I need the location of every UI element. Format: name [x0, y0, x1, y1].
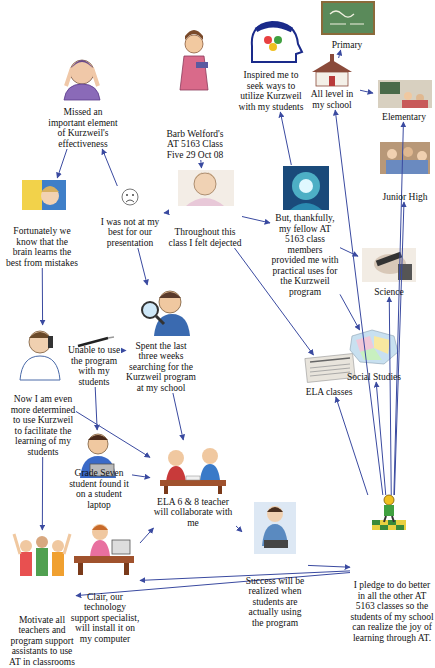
- arrow-connector: [360, 90, 373, 93]
- concept-node: Motivate all teachers and program suppor…: [8, 530, 76, 667]
- woman-clipart: [180, 30, 208, 90]
- arrow-connector: [280, 112, 291, 165]
- map-clipart: [350, 330, 398, 364]
- node-text: Science: [358, 287, 420, 298]
- node-text: Throughout this class I felt dejected: [168, 227, 242, 248]
- node-text: I pledge to do better in all the other A…: [350, 580, 434, 643]
- concept-node: Elementary: [373, 78, 435, 122]
- woman-laptop-clipart: [254, 502, 296, 554]
- concept-node: Clair, our technology support specialist…: [70, 520, 140, 644]
- concept-node: Now I am even more determined to use Kur…: [10, 325, 76, 457]
- man-phone-clipart: [20, 331, 60, 380]
- node-text: Motivate all teachers and program suppor…: [8, 615, 76, 668]
- frustrated-person-clipart: [64, 60, 100, 100]
- node-text: Social Studies: [343, 372, 405, 383]
- node-text: Missed an important element of Kurzweil'…: [48, 107, 118, 149]
- arrow-connector: [164, 212, 168, 213]
- concept-node: Junior High: [376, 140, 434, 202]
- head-profile-clipart: [252, 22, 302, 62]
- concept-node: But, thankfully, my fellow AT 5163 class…: [270, 165, 340, 297]
- arrow-connector: [42, 268, 43, 325]
- concept-node: ELA 6 & 8 teacher will collaborate with …: [150, 440, 236, 528]
- node-text: I was not at my best for our presentatio…: [96, 217, 164, 249]
- concept-node: Grade Seven student found it on a studen…: [66, 430, 132, 510]
- arrow-connector: [200, 160, 202, 168]
- concept-node: Science: [358, 245, 420, 297]
- concept-node: Barb Welford's AT 5163 Class Five 29 Oct…: [162, 28, 228, 160]
- arrow-connector: [376, 382, 386, 495]
- concept-node: Success will be realized when students a…: [242, 500, 308, 628]
- pledge-figure-clipart: [372, 495, 406, 530]
- arrow-connector: [138, 248, 147, 285]
- searching-man-clipart: [142, 291, 190, 336]
- chalkboard-clipart: [322, 2, 374, 34]
- concept-node: Primary: [316, 0, 378, 50]
- node-text: All level in my school: [304, 89, 360, 110]
- cheering-group-clipart: [14, 534, 70, 576]
- arrow-connector: [140, 528, 153, 543]
- arrow-connector: [102, 149, 117, 186]
- arrow-connector: [236, 526, 242, 532]
- node-text: Now I am even more determined to use Kur…: [10, 394, 76, 457]
- concept-node: Missed an important element of Kurzweil'…: [48, 55, 118, 149]
- concept-node: All level in my school: [304, 58, 360, 110]
- node-text: Junior High: [376, 192, 434, 203]
- concept-node: Unable to use the program with my studen…: [62, 335, 126, 387]
- node-text: Primary: [316, 40, 378, 51]
- node-text: Barb Welford's AT 5163 Class Five 29 Oct…: [162, 129, 228, 161]
- arrow-connector: [140, 571, 350, 581]
- arrow-connector: [242, 217, 270, 223]
- arrow-connector: [335, 110, 383, 495]
- concept-node: Spent the last three weeks searching for…: [126, 285, 196, 393]
- arrow-connector: [173, 393, 183, 440]
- arrow-connector: [132, 475, 150, 478]
- sad-face-symbol: [122, 189, 138, 205]
- node-text: ELA classes: [298, 387, 360, 398]
- concept-node: Social Studies: [343, 330, 405, 382]
- schoolhouse-clipart: [312, 54, 352, 86]
- node-text: Elementary: [373, 112, 435, 123]
- concept-node: Fortunately we know that the brain learn…: [6, 178, 78, 268]
- arrow-connector: [339, 50, 341, 58]
- concept-node: Inspired me to seek ways to utilize Kurz…: [236, 22, 306, 112]
- computer-desk-clipart: [74, 524, 134, 575]
- concept-node: I pledge to do better in all the other A…: [350, 495, 434, 643]
- node-text: But, thankfully, my fellow AT 5163 class…: [270, 213, 340, 297]
- arrow-connector: [389, 297, 391, 495]
- node-text: Unable to use the program with my studen…: [62, 345, 126, 387]
- arrow-connector: [76, 411, 150, 457]
- node-text: Clair, our technology support specialist…: [70, 592, 140, 645]
- pen-clipart: [78, 337, 114, 346]
- students-photo-clipart: [380, 142, 430, 174]
- arrow-connector: [95, 387, 97, 430]
- classroom-photo-clipart: [378, 80, 432, 108]
- arrow-connector: [340, 248, 358, 257]
- node-text: Grade Seven student found it on a studen…: [66, 468, 132, 510]
- arrow-connector: [394, 122, 404, 495]
- arrow-connector: [57, 149, 67, 178]
- node-text: Spent the last three weeks searching for…: [126, 341, 196, 394]
- node-text: Success will be realized when students a…: [242, 576, 308, 629]
- arrow-connector: [394, 202, 404, 495]
- node-text: Fortunately we know that the brain learn…: [6, 226, 78, 268]
- collaboration-clipart: [160, 448, 226, 494]
- node-text: Inspired me to seek ways to utilize Kurz…: [236, 70, 306, 112]
- woman-clipart: [178, 170, 234, 206]
- arrow-connector: [336, 397, 368, 495]
- concept-node: I was not at my best for our presentatio…: [96, 186, 164, 248]
- child-picture-clipart: [22, 180, 66, 210]
- arrow-connector: [42, 457, 43, 530]
- glowing-head-clipart: [283, 166, 329, 210]
- node-text: ELA 6 & 8 teacher will collaborate with …: [150, 497, 236, 529]
- concept-node: Throughout this class I felt dejected: [168, 168, 242, 248]
- arrow-connector: [308, 565, 350, 567]
- microscope-clipart: [362, 248, 416, 282]
- arrow-connector: [340, 294, 360, 330]
